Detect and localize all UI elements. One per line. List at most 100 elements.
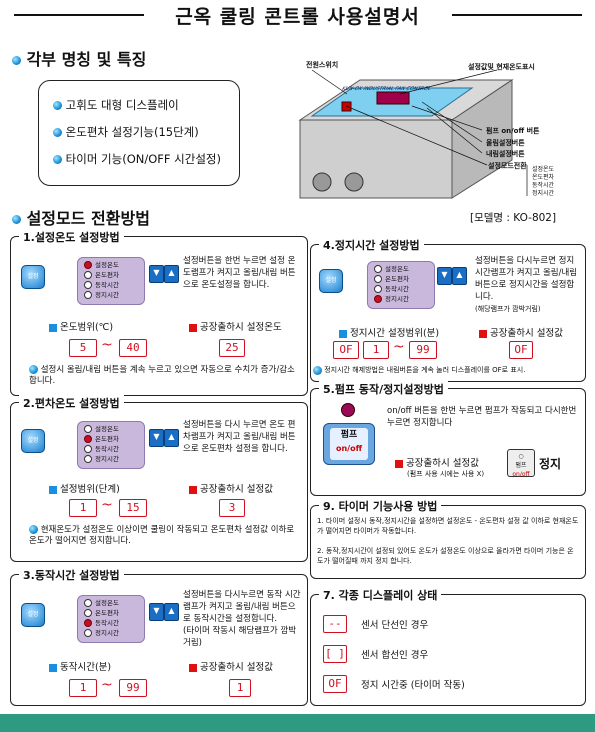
mode-led-panel: 설정온도 온도편차 동작시간 정지시간 — [77, 595, 145, 643]
feature-item: 고휘도 대형 디스플레이 — [53, 97, 179, 113]
set-button: 설정 — [319, 269, 343, 293]
bullet-icon — [53, 128, 62, 137]
section-7-box: 7. 각종 디스플레이 상태 -- 센서 단선인 경우 [ ] 센서 합선인 경… — [310, 587, 586, 706]
bullet-icon — [313, 365, 322, 375]
factory-display: 25 — [219, 339, 245, 357]
set-button: 설정 — [21, 429, 45, 453]
factory-display: 3 — [219, 499, 245, 517]
led-icon — [84, 291, 92, 299]
feature-item: 온도편차 설정기능(15단계) — [53, 124, 199, 140]
display-desc: 센서 합선인 경우 — [361, 650, 429, 661]
section-5-box: 5.펌프 동작/정지설정방법 펌프 on/off on/off 버튼을 한번 누… — [310, 381, 586, 496]
led-icon — [84, 599, 92, 607]
timer-item: 2. 동작,정지시간이 설정되 있어도 온도가 설정온도 이상으로 올라가면 타… — [317, 547, 574, 565]
factory-display: OF — [509, 341, 533, 359]
factory-label: 공장출하시 설정값 — [479, 325, 563, 339]
tilde: ~ — [101, 677, 113, 693]
range-label: 온도범위(℃) — [49, 319, 113, 333]
mode-list-item: 온도편차 — [532, 174, 555, 181]
range-max-display: 99 — [119, 679, 147, 697]
bullet-icon — [12, 56, 21, 65]
mode-list-item: 동작시간 — [532, 182, 555, 189]
led-icon — [84, 445, 92, 453]
mode-list-item: 정지시간 — [532, 190, 555, 197]
section-2-box: 2.편차온도 설정방법 설정 설정온도 온도편차 동작시간 정지시간 ▼▲ 설정… — [10, 395, 308, 562]
section-1-desc: 설정버튼을 한번 누르면 설정 온도램프가 켜지고 올림/내림 버튼으로 온도설… — [183, 256, 296, 290]
section-9-title: 9. 타이머 기능사용 방법 — [319, 498, 442, 514]
pump-led-icon — [341, 403, 355, 417]
label-device-brand: KUN-OK INDUSTRIAL FAN CONTROL — [340, 86, 433, 92]
led-icon — [84, 619, 92, 627]
factory-sub: (펌프 사용 시에는 사용 X) — [407, 470, 485, 478]
led-icon — [84, 261, 92, 269]
display-desc: 센서 단선인 경우 — [361, 620, 429, 631]
mode-led-panel: 설정온도 온도편차 동작시간 정지시간 — [77, 421, 145, 469]
mode-list-item: 설정온도 — [532, 166, 555, 173]
led-icon — [374, 285, 382, 293]
timer-item: 1. 타이머 설정시 동작,정지시간을 설정하면 설정온도 - 온도편차 설정 … — [317, 517, 579, 535]
section-4-box: 4.정지시간 설정방법 설정 설정온도 온도편차 동작시간 정지시간 ▼▲ 설정… — [310, 237, 586, 382]
set-button: 설정 — [21, 603, 45, 627]
range-mid-display: 1 — [363, 341, 389, 359]
factory-display: 1 — [229, 679, 251, 697]
led-icon — [84, 271, 92, 279]
factory-label: 공장출하시 설정값 — [395, 455, 479, 469]
factory-label: 공장출하시 설정값 — [189, 481, 273, 495]
note: 설정시 올림/내림 버튼을 계속 누르고 있으면 자동으로 수치가 증가/감소 … — [29, 365, 295, 386]
mode-led-panel: 설정온도 온도편차 동작시간 정지시간 — [77, 257, 145, 305]
section-5-title: 5.펌프 동작/정지설정방법 — [319, 381, 448, 397]
range-min-display: 1 — [69, 499, 97, 517]
section-3-box: 3.동작시간 설정방법 설정 설정온도 온도편차 동작시간 정지시간 ▼▲ 설정… — [10, 567, 308, 706]
bullet-icon — [53, 155, 62, 164]
range-min-display: OF — [333, 341, 359, 359]
footer-bar — [0, 714, 595, 732]
mode-heading: 설정모드 전환방법 — [12, 205, 150, 229]
pump-button: 펌프 on/off — [323, 423, 375, 465]
section-1-title: 1.설정온도 설정방법 — [19, 229, 124, 245]
label-mode-switch: 설정모드전환 — [488, 162, 527, 170]
parts-heading: 각부 명칭 및 특징 — [12, 46, 146, 70]
section-4-title: 4.정지시간 설정방법 — [319, 237, 424, 253]
section-9-box: 9. 타이머 기능사용 방법 1. 타이머 설정시 동작,정지시간을 설정하면 … — [310, 498, 586, 579]
section-1-box: 1.설정온도 설정방법 설정 설정온도 온도편차 동작시간 정지시간 ▼▲ 설정… — [10, 229, 308, 396]
section-7-title: 7. 각종 디스플레이 상태 — [319, 587, 442, 603]
controller-illustration — [298, 69, 528, 199]
bullet-icon — [29, 365, 38, 374]
title-line-right — [452, 14, 582, 16]
stop-label: 정지 — [539, 457, 562, 471]
range-min-display: 5 — [69, 339, 97, 357]
display-code: [ ] — [323, 645, 347, 663]
tilde: ~ — [393, 339, 405, 355]
label-temp-display: 설정값및 현재온도표시 — [468, 63, 535, 71]
led-icon — [374, 295, 382, 303]
range-max-display: 15 — [119, 499, 147, 517]
note: 현재온도가 설정온도 이상이면 쿨링이 작동되고 온도편차 설정값 이하로 온도… — [29, 525, 295, 546]
section-2-title: 2.편차온도 설정방법 — [19, 395, 124, 411]
display-code: -- — [323, 615, 347, 633]
section-3-desc: 설정버튼을 다시누르면 동작 시간램프가 켜지고 올림/내림 버튼으로 동작시간… — [183, 590, 301, 648]
range-max-display: 99 — [409, 341, 437, 359]
up-down-arrows: ▼▲ — [149, 603, 179, 621]
label-up-button: 올림설정버튼 — [486, 139, 525, 147]
label-pump-button: 펌프 on/off 버튼 — [486, 127, 540, 135]
led-icon — [84, 281, 92, 289]
up-down-arrows: ▼▲ — [149, 429, 179, 447]
section-5-desc: on/off 버튼을 한번 누르면 펌프가 작동되고 다시한번 누르면 정지합니… — [387, 406, 577, 428]
page-title: 근옥 쿨링 콘트롤 사용설명서 — [0, 2, 595, 29]
bullet-icon — [29, 525, 38, 534]
display-desc: 정지 시간중 (타이머 작동) — [361, 680, 465, 691]
range-label: 동작시간(분) — [49, 659, 111, 673]
led-icon — [374, 275, 382, 283]
range-label: 정지시간 설정범위(분) — [339, 325, 439, 339]
led-icon — [84, 609, 92, 617]
range-label: 설정범위(단계) — [49, 481, 120, 495]
model-name: [모델명 : KO-802] — [470, 212, 557, 224]
tilde: ~ — [101, 497, 113, 513]
led-icon — [84, 455, 92, 463]
section-3-title: 3.동작시간 설정방법 — [19, 567, 124, 583]
led-icon — [84, 629, 92, 637]
mode-led-panel: 설정온도 온도편차 동작시간 정지시간 — [367, 261, 435, 309]
set-button: 설정 — [21, 265, 45, 289]
led-icon — [84, 425, 92, 433]
